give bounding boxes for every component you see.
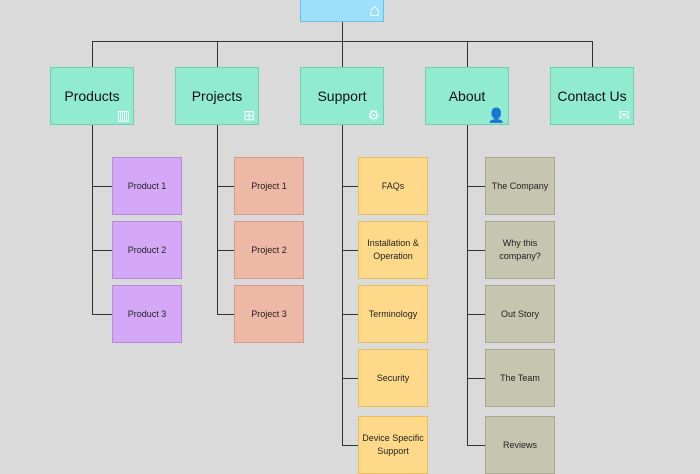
section-4[interactable]: Contact Us ✉ <box>550 67 634 125</box>
child-label: Product 1 <box>127 180 167 191</box>
connector <box>92 250 112 251</box>
connector <box>92 125 93 314</box>
child-node[interactable]: Why this company? <box>485 221 555 279</box>
section-2[interactable]: Support⚙ <box>300 67 384 125</box>
child-label: The Company <box>491 180 549 191</box>
connector <box>92 314 112 315</box>
connector <box>592 41 593 67</box>
connector <box>217 125 218 314</box>
connector <box>467 378 485 379</box>
child-node[interactable]: Terminology <box>358 285 428 343</box>
connector <box>467 125 468 445</box>
child-node[interactable]: Out Story <box>485 285 555 343</box>
child-label: Product 3 <box>127 308 167 319</box>
section-label: Products <box>64 88 120 104</box>
bar-chart-icon: ▥ <box>116 107 130 123</box>
child-node[interactable]: Installation & Operation <box>358 221 428 279</box>
home-icon: ⌂ <box>369 0 380 20</box>
child-node[interactable]: Product 1 <box>112 157 182 215</box>
section-1[interactable]: Projects⊞ <box>175 67 259 125</box>
child-label: Project 2 <box>251 244 287 255</box>
gears-icon: ⚙ <box>367 107 380 123</box>
connector <box>217 186 234 187</box>
connector <box>467 41 468 67</box>
child-node[interactable]: Project 2 <box>234 221 304 279</box>
child-node[interactable]: Device Specific Support <box>358 416 428 474</box>
user-icon: 👤 <box>487 107 505 123</box>
connector <box>217 41 218 67</box>
section-3[interactable]: About👤 <box>425 67 509 125</box>
sitemap-icon: ⊞ <box>243 107 255 123</box>
connector <box>92 41 93 67</box>
connector <box>217 250 234 251</box>
connector <box>467 250 485 251</box>
connector <box>217 314 234 315</box>
section-label: About <box>448 88 486 104</box>
connector <box>342 125 343 445</box>
section-label: Contact Us <box>557 88 627 104</box>
envelope-icon: ✉ <box>618 107 630 123</box>
section-label: Projects <box>191 88 243 104</box>
child-node[interactable]: Product 3 <box>112 285 182 343</box>
child-node[interactable]: Security <box>358 349 428 407</box>
connector <box>467 314 485 315</box>
section-label: Support <box>317 88 367 104</box>
child-label: Reviews <box>502 439 537 450</box>
child-node[interactable]: Project 1 <box>234 157 304 215</box>
home-node[interactable]: ⌂ <box>300 0 384 22</box>
child-label: FAQs <box>381 180 405 191</box>
child-label: Security <box>376 372 410 383</box>
child-label: The Team <box>500 372 540 383</box>
child-node[interactable]: The Team <box>485 349 555 407</box>
child-label: Installation & Operation <box>367 238 419 261</box>
connector <box>467 186 485 187</box>
child-node[interactable]: Reviews <box>485 416 555 474</box>
connector <box>342 250 358 251</box>
child-label: Product 2 <box>127 244 167 255</box>
child-label: Terminology <box>368 308 418 319</box>
connector <box>342 378 358 379</box>
child-label: Why this company? <box>499 238 541 261</box>
child-label: Project 1 <box>251 180 287 191</box>
section-0[interactable]: Products ▥ <box>50 67 134 125</box>
child-label: Project 3 <box>251 308 287 319</box>
child-node[interactable]: Product 2 <box>112 221 182 279</box>
child-node[interactable]: The Company <box>485 157 555 215</box>
connector <box>342 41 343 67</box>
child-label: Out Story <box>500 308 539 319</box>
child-node[interactable]: FAQs <box>358 157 428 215</box>
child-node[interactable]: Project 3 <box>234 285 304 343</box>
connector <box>342 22 343 41</box>
connector <box>342 314 358 315</box>
connector <box>342 186 358 187</box>
child-label: Device Specific Support <box>362 433 424 456</box>
connector <box>342 445 358 446</box>
connector <box>92 186 112 187</box>
connector <box>467 445 485 446</box>
